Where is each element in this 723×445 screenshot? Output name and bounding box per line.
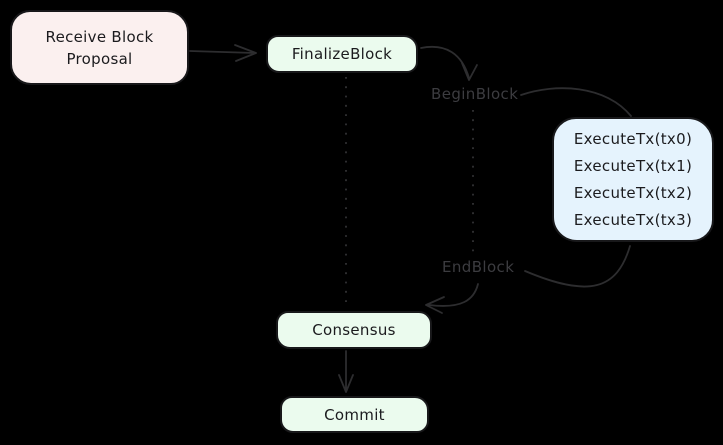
arrow-consensus-to-commit — [338, 350, 354, 393]
execute-tx-line: ExecuteTx(tx0) — [573, 129, 693, 148]
node-consensus: Consensus — [276, 311, 432, 349]
edge-label-end-block: EndBlock — [442, 258, 515, 276]
node-execute-tx: ExecuteTx(tx0) ExecuteTx(tx1) ExecuteTx(… — [552, 117, 714, 242]
node-receive-block-proposal: Receive Block Proposal — [10, 10, 189, 85]
node-receive-label-line1: Receive Block — [45, 27, 154, 46]
curve-execute-to-endblock — [524, 245, 631, 288]
arrow-endblock-to-consensus — [425, 283, 479, 314]
node-finalize-label: FinalizeBlock — [291, 45, 393, 63]
node-commit: Commit — [280, 396, 429, 433]
execute-tx-line: ExecuteTx(tx3) — [573, 210, 693, 229]
edge-label-begin-block: BeginBlock — [431, 85, 519, 103]
node-consensus-label: Consensus — [312, 321, 396, 339]
arrow-receive-to-finalize — [189, 44, 257, 62]
execute-tx-line: ExecuteTx(tx2) — [573, 183, 693, 202]
curve-beginblock-to-execute — [520, 87, 632, 117]
execute-tx-line: ExecuteTx(tx1) — [573, 156, 693, 175]
node-finalize-block: FinalizeBlock — [266, 35, 418, 73]
node-commit-label: Commit — [324, 405, 385, 424]
arrow-finalize-to-beginblock — [420, 46, 478, 81]
node-receive-label-line2: Proposal — [66, 49, 133, 68]
